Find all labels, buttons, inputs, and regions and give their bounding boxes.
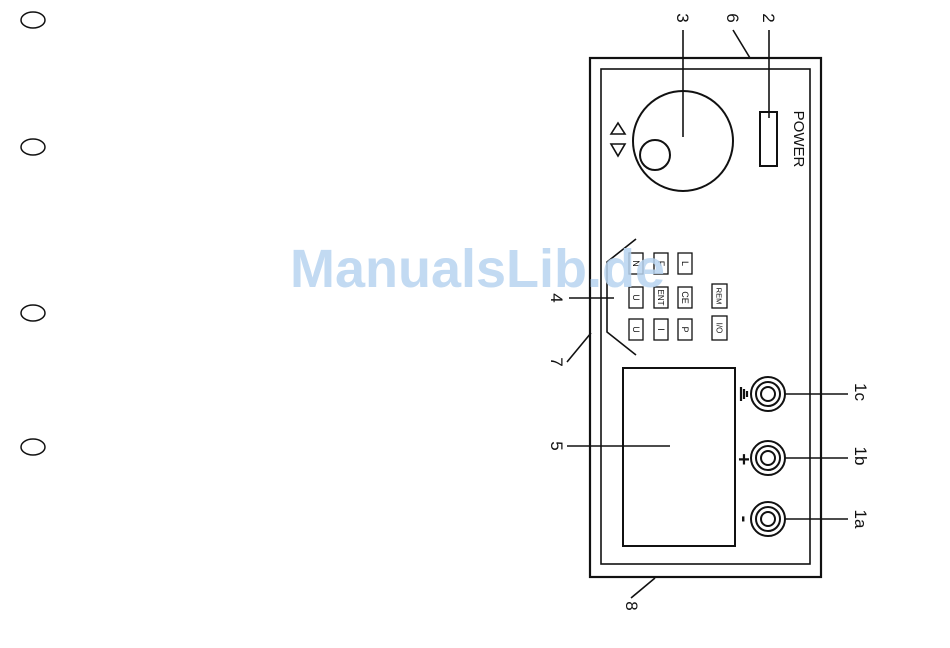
callout-6: 6 xyxy=(723,13,742,22)
arrow-down-icon xyxy=(611,144,625,156)
callout-7: 7 xyxy=(547,357,566,366)
power-switch[interactable] xyxy=(760,112,777,166)
svg-text:F: F xyxy=(656,261,666,267)
callout-1c: 1c xyxy=(851,383,870,401)
terminal-ground[interactable] xyxy=(751,377,785,411)
svg-text:U: U xyxy=(631,294,641,301)
key-io[interactable]: I/O xyxy=(712,316,727,340)
callout-3: 3 xyxy=(673,13,692,22)
svg-text:REM: REM xyxy=(715,288,724,305)
arrow-up-icon xyxy=(611,123,625,134)
key-i[interactable]: I xyxy=(654,319,668,340)
svg-text:U: U xyxy=(631,326,641,333)
svg-text:N: N xyxy=(631,260,641,267)
svg-text:L: L xyxy=(680,261,690,266)
callout-2: 2 xyxy=(759,13,778,22)
svg-text:I: I xyxy=(656,328,666,331)
svg-text:I/O: I/O xyxy=(715,323,724,334)
device-outer-frame xyxy=(590,58,821,577)
callout-1a: 1a xyxy=(851,510,870,529)
terminal-negative-sign: - xyxy=(733,516,755,523)
key-n[interactable]: N xyxy=(629,253,643,274)
key-rem[interactable]: REM xyxy=(712,284,727,308)
ground-symbol-icon xyxy=(741,387,747,401)
key-u-left[interactable]: U xyxy=(629,319,643,340)
callout-1b: 1b xyxy=(851,447,870,466)
terminal-positive[interactable] xyxy=(751,441,785,475)
knob-grip-circle xyxy=(640,140,670,170)
keypad: N F L U ENT CE REM U xyxy=(629,253,727,340)
display-screen xyxy=(623,368,735,546)
binder-hole-1 xyxy=(21,12,45,28)
binder-hole-4 xyxy=(21,439,45,455)
svg-text:CE: CE xyxy=(680,291,690,304)
key-l[interactable]: L xyxy=(678,253,692,274)
terminal-negative[interactable] xyxy=(751,502,785,536)
key-ent[interactable]: ENT xyxy=(654,287,668,308)
key-f[interactable]: F xyxy=(654,253,668,274)
power-label: POWER xyxy=(790,111,807,168)
terminal-positive-sign: + xyxy=(738,449,750,471)
callout-5: 5 xyxy=(547,441,566,450)
callout-4: 4 xyxy=(547,293,566,302)
binder-hole-3 xyxy=(21,305,45,321)
key-ce[interactable]: CE xyxy=(678,287,692,308)
key-p[interactable]: P xyxy=(678,319,692,340)
svg-text:ENT: ENT xyxy=(656,290,665,306)
svg-text:P: P xyxy=(680,326,690,332)
callout-8: 8 xyxy=(622,601,641,610)
key-u-right[interactable]: U xyxy=(629,287,643,308)
binder-hole-2 xyxy=(21,139,45,155)
